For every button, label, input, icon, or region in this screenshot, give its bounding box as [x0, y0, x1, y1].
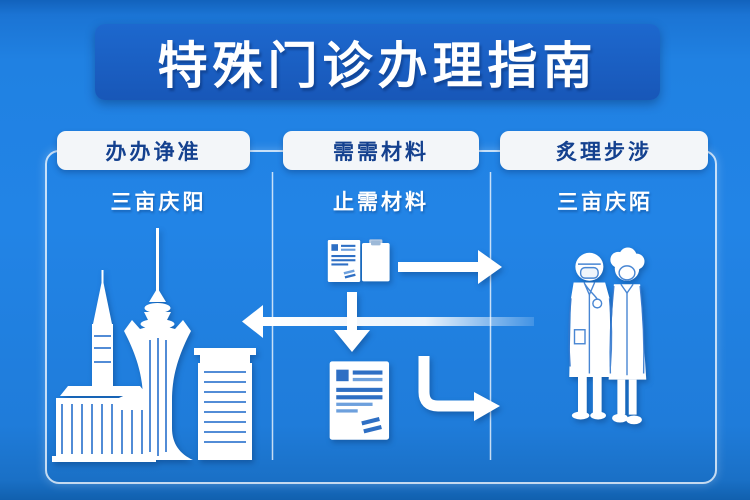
- tab-conditions: 办办诤准: [57, 131, 250, 170]
- document-clipboard-icon: [327, 239, 390, 282]
- doctor-and-patient-icon: [568, 247, 647, 425]
- city-skyline-icon: [52, 228, 256, 462]
- tab-steps-label: 炙理步涉: [556, 140, 652, 164]
- right-arrow-icon: [398, 250, 502, 284]
- tab-steps: 炙理步涉: [500, 131, 708, 170]
- tab-conditions-label: 办办诤准: [105, 140, 202, 164]
- application-form-icon: [329, 361, 390, 440]
- left-arrow-icon: [242, 305, 534, 338]
- tab-materials-label: 需需材料: [333, 140, 429, 164]
- page-title: 特殊门诊办理指南: [157, 38, 598, 94]
- left-column-label: 三亩庆阳: [110, 191, 207, 214]
- title-banner: 特殊门诊办理指南: [95, 24, 660, 100]
- down-arrow-icon: [334, 292, 370, 352]
- tab-materials: 需需材料: [283, 131, 479, 170]
- right-column-label: 三亩庆陌: [557, 191, 653, 214]
- curved-right-arrow-icon: [418, 356, 500, 421]
- middle-column-label: 止需材料: [333, 191, 429, 214]
